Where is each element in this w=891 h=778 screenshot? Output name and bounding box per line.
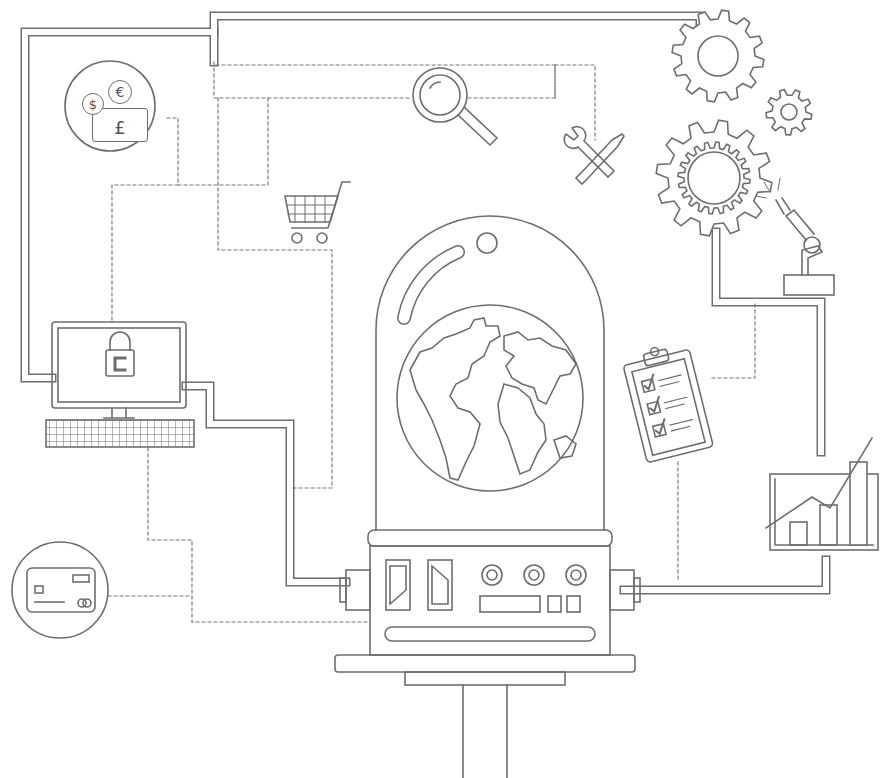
- display: [480, 596, 540, 612]
- pipes-inner: [25, 16, 826, 590]
- currency-symbol: €: [116, 85, 125, 99]
- gear: [672, 10, 764, 102]
- card-logo: [83, 599, 91, 607]
- connector-left: [346, 570, 370, 610]
- chart-bar: [790, 522, 807, 545]
- gear-hub: [688, 152, 740, 204]
- clipboard: [621, 340, 714, 463]
- control-panel: [370, 546, 610, 655]
- robot-tool: [776, 198, 790, 214]
- platform: [335, 655, 635, 672]
- credit-card: [27, 568, 95, 612]
- cart-basket: [285, 196, 338, 222]
- connector-right-plug: [634, 578, 640, 602]
- cart-wheel: [292, 233, 302, 243]
- dashed-wires: [108, 62, 755, 622]
- magnifier-handle: [458, 108, 497, 145]
- card-line: [35, 601, 64, 603]
- lock-body: [106, 350, 134, 376]
- wallet: £: [92, 108, 148, 142]
- lock-keyhole: [115, 358, 125, 370]
- chart-trend: [766, 438, 872, 528]
- switch: [428, 560, 452, 610]
- dome-shine: [404, 252, 458, 318]
- lock-shackle: [110, 332, 130, 350]
- gear-inner: [678, 142, 750, 214]
- currency-symbol: £: [114, 119, 125, 137]
- robot-forearm: [786, 210, 814, 240]
- keyboard: [46, 420, 194, 447]
- wrench: [564, 127, 614, 177]
- knob-center: [487, 570, 497, 580]
- knob: [566, 565, 586, 585]
- gear-hub: [781, 104, 797, 120]
- dome-dot: [477, 233, 497, 253]
- continent-africa: [498, 384, 546, 474]
- glass-dome: [376, 216, 604, 530]
- continent-america: [410, 318, 500, 480]
- coin: $: [82, 93, 104, 115]
- screwdriver: [576, 134, 624, 184]
- knob-center: [571, 570, 581, 580]
- magnifier-lens: [413, 68, 467, 122]
- card-chip: [35, 586, 43, 593]
- knob-center: [529, 570, 539, 580]
- dome-ring: [368, 530, 612, 546]
- coin: €: [108, 80, 132, 104]
- continent-australia: [554, 436, 576, 458]
- currency-symbol: $: [89, 98, 97, 111]
- magnifier-lens-inner: [420, 75, 460, 115]
- dome-shine-inner: [404, 252, 458, 318]
- screen: [58, 328, 180, 402]
- continent-eurasia: [504, 332, 576, 404]
- chart-bar: [850, 462, 867, 545]
- gear: [656, 120, 772, 236]
- connector-left-plug: [340, 578, 346, 602]
- magnifier-shine: [430, 82, 440, 88]
- gear: [766, 90, 812, 135]
- switch-lever: [390, 566, 406, 604]
- robot-base: [784, 275, 834, 295]
- cart-grid: [287, 196, 335, 222]
- knob: [482, 565, 502, 585]
- switch: [386, 560, 410, 610]
- gears: [656, 10, 812, 236]
- monitor: [52, 322, 186, 408]
- chart-bar: [820, 505, 837, 545]
- wallet-circle: [65, 61, 155, 151]
- robot-arm: [802, 246, 822, 275]
- button: [548, 596, 561, 612]
- switch-lever: [432, 566, 448, 604]
- pipes-outer: [25, 16, 826, 590]
- connector-right: [610, 570, 634, 610]
- foot: [405, 672, 565, 685]
- gear-hub: [698, 36, 738, 76]
- spark: [756, 178, 780, 198]
- knob: [524, 565, 544, 585]
- slot: [385, 627, 595, 641]
- cart-wheel: [317, 233, 327, 243]
- globe: [397, 305, 583, 491]
- card-circle: [12, 542, 108, 638]
- monitor-stand: [104, 408, 134, 418]
- button: [567, 596, 580, 612]
- card-stripe: [73, 575, 89, 582]
- pole: [463, 685, 507, 778]
